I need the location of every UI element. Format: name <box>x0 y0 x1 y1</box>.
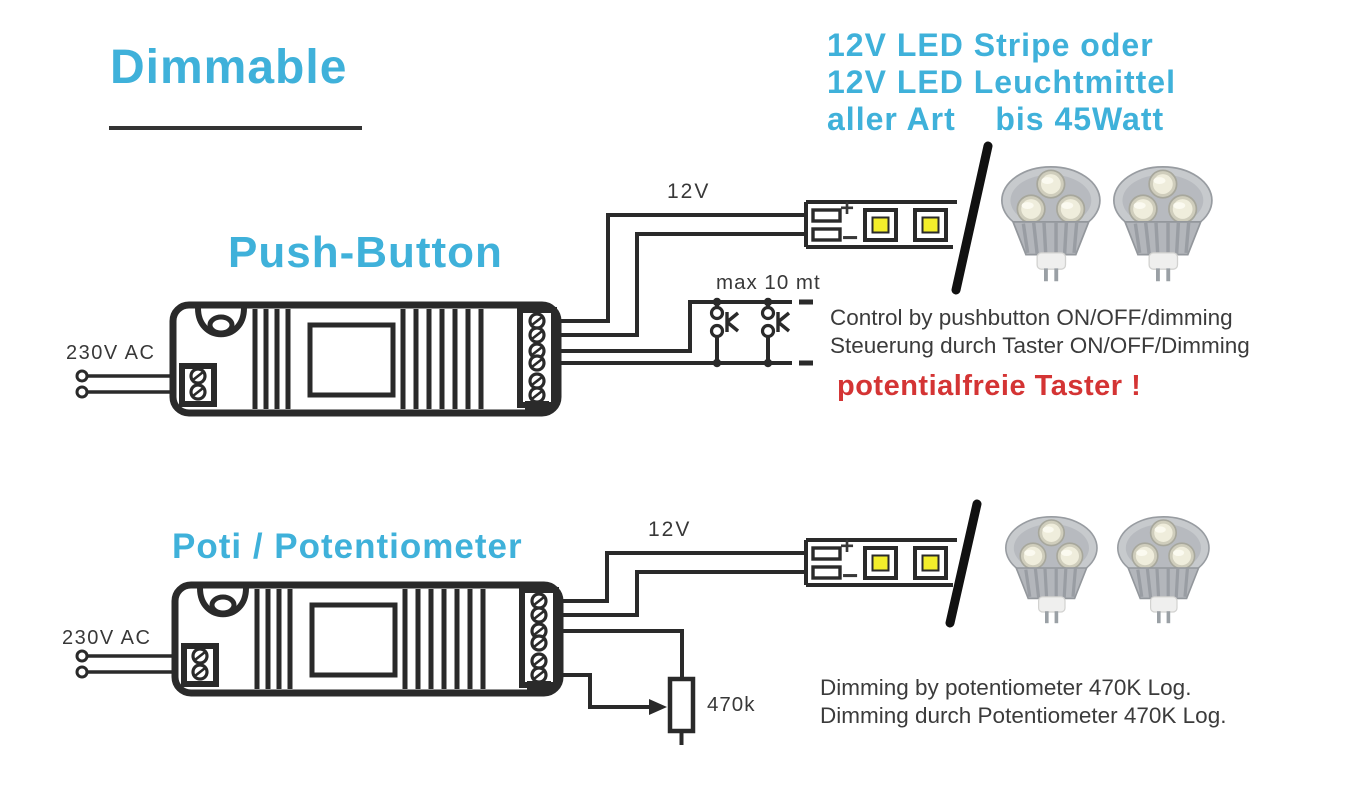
poti-notes: Dimming by potentiometer 470K Log. Dimmi… <box>820 674 1226 729</box>
potentiometer-value-label: 470k <box>707 693 756 716</box>
mains-wires <box>75 649 185 679</box>
voltage-label-12v: 12V <box>648 518 692 541</box>
mains-voltage-label: 230V AC <box>62 627 152 649</box>
strip-break-slash-icon <box>945 499 982 628</box>
lamp-compatibility-note: 12V LED Stripe oder 12V LED Leuchtmittel… <box>827 27 1176 138</box>
note-line: Control by pushbutton ON/OFF/dimming <box>830 305 1233 330</box>
output-wires <box>556 551 806 709</box>
lamp-note-line: aller Art bis 45Watt <box>827 101 1165 137</box>
polarity-plus-label: + <box>840 195 855 222</box>
potentiometer-symbol-icon <box>649 676 696 745</box>
poti-circuit <box>75 499 1211 745</box>
note-line: Dimming durch Potentiometer 470K Log. <box>820 702 1227 728</box>
mains-voltage-label: 230V AC <box>66 342 156 364</box>
polarity-plus-label: + <box>840 533 855 560</box>
note-line: Steuerung durch Taster ON/OFF/Dimming <box>830 332 1250 358</box>
lamp-note-line: 12V LED Leuchtmittel <box>827 64 1176 100</box>
push-button-notes: Control by pushbutton ON/OFF/dimming Ste… <box>830 304 1250 359</box>
lamp-note-line: 12V LED Stripe oder <box>827 27 1154 63</box>
potential-free-warning: potentialfreie Taster ! <box>837 370 1142 402</box>
wiper-arrow-icon <box>649 699 667 715</box>
polarity-minus-label: − <box>842 560 859 591</box>
voltage-label-12v: 12V <box>667 180 711 203</box>
page-title: Dimmable <box>110 41 348 94</box>
controller-push-button <box>173 305 558 413</box>
mains-wires <box>75 369 183 399</box>
note-line: Dimming by potentiometer 470K Log. <box>820 675 1192 700</box>
controller-poti <box>175 585 560 693</box>
polarity-minus-label: − <box>842 222 859 253</box>
wire-continuation-dash <box>799 299 813 366</box>
title-underline <box>109 126 362 130</box>
push-button-circuit <box>75 141 1214 413</box>
wire-length-label: max 10 mt <box>716 271 821 294</box>
output-wires <box>554 213 813 366</box>
strip-break-slash-icon <box>951 141 993 295</box>
section-heading-push-button: Push-Button <box>228 228 503 277</box>
section-heading-poti: Poti / Potentiometer <box>172 527 523 566</box>
